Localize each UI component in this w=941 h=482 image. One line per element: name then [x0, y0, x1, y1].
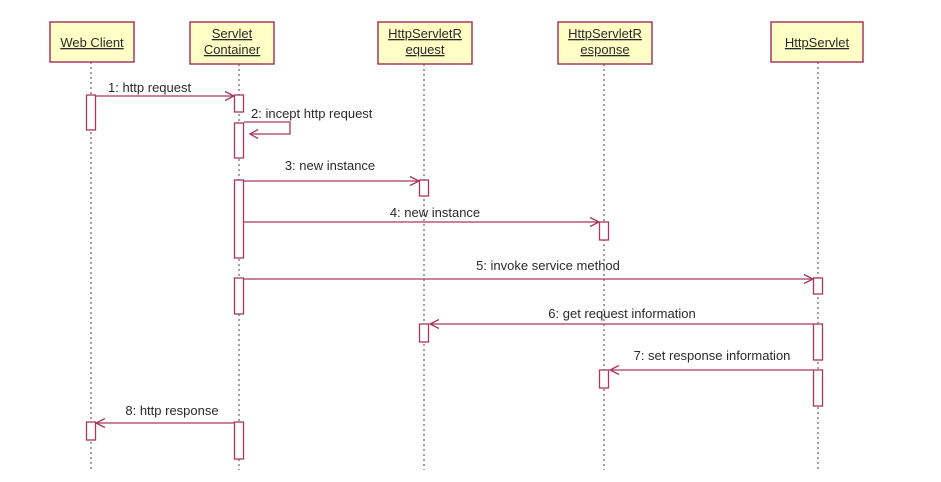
- participant-label: Web Client: [60, 35, 124, 50]
- arrow-head: [428, 318, 440, 330]
- activation-bar: [418, 179, 430, 197]
- activation-bar: [233, 94, 245, 113]
- message-label: 1: http request: [108, 80, 191, 95]
- activation-bar: [812, 323, 824, 361]
- participant-label: Servlet: [212, 26, 253, 41]
- arrow-head: [803, 273, 815, 285]
- arrow-head: [409, 175, 421, 187]
- participant-servlet: HttpServlet: [770, 21, 864, 63]
- message-8: 8: http response: [94, 403, 234, 429]
- participant-box: [189, 21, 275, 65]
- message-3: 3: new instance: [244, 158, 421, 187]
- arrow-head: [589, 216, 601, 228]
- participant-label: HttpServletR: [388, 26, 462, 41]
- message-6: 6: get request information: [428, 306, 813, 330]
- message-label: 5: invoke service method: [476, 258, 620, 273]
- activation-bar: [418, 323, 430, 343]
- message-1: 1: http request: [96, 80, 236, 102]
- participant-label: HttpServletR: [568, 26, 642, 41]
- activation-bar: [812, 369, 824, 407]
- message-4: 4: new instance: [244, 205, 601, 228]
- arrow-head: [94, 417, 106, 429]
- participant-box: [557, 21, 653, 65]
- message-label: 7: set response information: [634, 348, 791, 363]
- message-line: [244, 121, 291, 135]
- participant-client: Web Client: [49, 21, 135, 63]
- message-label: 3: new instance: [285, 158, 375, 173]
- message-label: 6: get request information: [548, 306, 695, 321]
- message-label: 8: http response: [125, 403, 218, 418]
- activation-bar: [233, 421, 245, 460]
- participant-box: [377, 21, 473, 65]
- activation-bar: [598, 369, 610, 389]
- activation-bar: [598, 221, 610, 241]
- participant-label: equest: [405, 42, 444, 57]
- message-7: 7: set response information: [608, 348, 813, 376]
- arrow-head: [224, 90, 236, 102]
- activation-bar: [233, 277, 245, 315]
- message-label: 2: incept http request: [251, 106, 373, 121]
- activation-bar: [85, 94, 97, 131]
- message-label: 4: new instance: [390, 205, 480, 220]
- message-5: 5: invoke service method: [244, 258, 815, 285]
- activation-bar: [812, 277, 824, 295]
- activation-bar: [233, 179, 245, 259]
- participant-label: HttpServlet: [785, 35, 850, 50]
- participant-label: Container: [204, 42, 261, 57]
- participant-box: [770, 21, 864, 63]
- activation-bar: [233, 122, 245, 159]
- arrow-head: [248, 128, 259, 140]
- participant-box: [49, 21, 135, 63]
- activation-bar: [85, 421, 97, 441]
- message-2: 2: incept http request: [244, 106, 373, 140]
- participant-label: esponse: [580, 42, 629, 57]
- arrow-head: [608, 364, 620, 376]
